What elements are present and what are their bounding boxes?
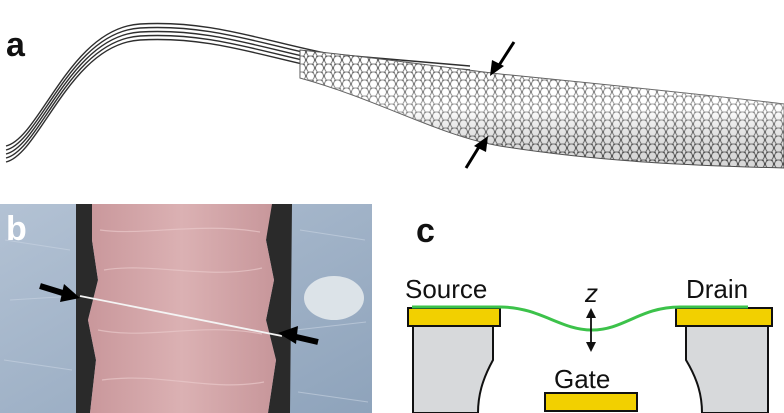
gate-label: Gate (554, 364, 610, 394)
source-label: Source (405, 274, 487, 304)
drain-electrode (675, 307, 773, 327)
gate-electrode (544, 392, 638, 412)
panel-c-label: c (416, 212, 435, 250)
arrow-top-icon (490, 41, 516, 76)
suspended-nanotube (79, 295, 283, 337)
suspended-tube (412, 305, 748, 332)
drain-label: Drain (686, 274, 748, 304)
sem-arrow-right-icon (278, 326, 319, 345)
displacement-label: z (584, 278, 598, 308)
source-electrode (407, 307, 501, 327)
panel-b-label: b (6, 210, 27, 248)
drain-support (685, 325, 769, 413)
nanotube-far-section (5, 22, 471, 163)
arrow-bottom-icon (464, 136, 488, 169)
displacement-arrow-icon (586, 308, 596, 352)
panel-a-label: a (6, 26, 25, 64)
panel-a-nanotube-illustration (5, 22, 784, 169)
source-support (412, 325, 494, 413)
sem-arrow-left-icon (39, 283, 80, 302)
